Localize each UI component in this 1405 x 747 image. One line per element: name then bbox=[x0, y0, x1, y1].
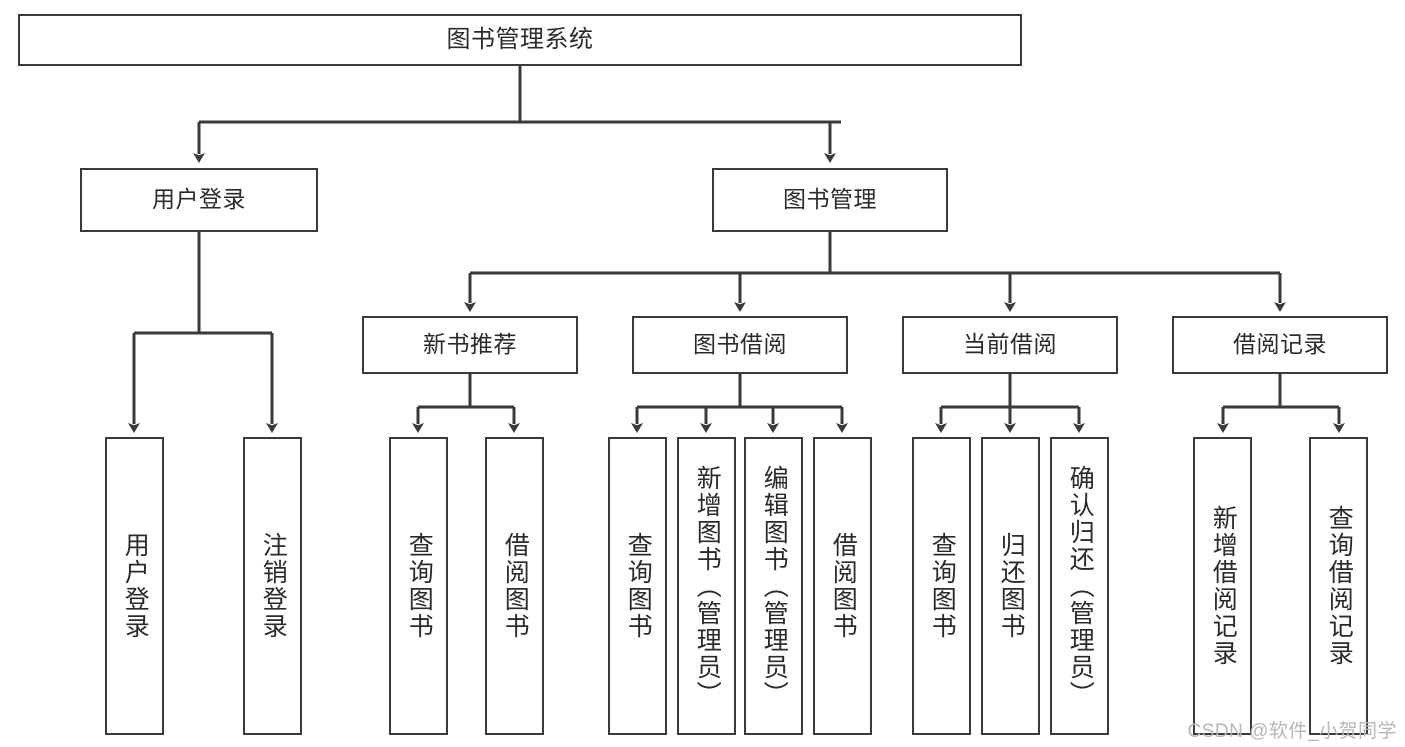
watermark: CSDN @软件_小贺同学 bbox=[1187, 721, 1397, 742]
node-label: 查询借阅记录 bbox=[1325, 505, 1354, 667]
node-label: 归还图书 bbox=[997, 532, 1026, 640]
node-label: 编辑图书（管理员） bbox=[760, 464, 789, 708]
node-new-book-recommend[interactable]: 新书推荐 bbox=[362, 316, 578, 374]
node-label: 新增借阅记录 bbox=[1209, 505, 1238, 667]
node-label: 查询图书 bbox=[405, 532, 434, 640]
node-label: 借阅图书 bbox=[501, 532, 530, 640]
leaf-recommend-borrow-book[interactable]: 借阅图书 bbox=[485, 437, 544, 735]
node-book-borrow[interactable]: 图书借阅 bbox=[632, 316, 848, 374]
leaf-record-add-record[interactable]: 新增借阅记录 bbox=[1193, 437, 1252, 735]
leaf-user-login-logout[interactable]: 注销登录 bbox=[243, 437, 302, 735]
node-root-system[interactable]: 图书管理系统 bbox=[18, 14, 1022, 66]
node-label: 借阅图书 bbox=[829, 532, 858, 640]
leaf-current-query-book[interactable]: 查询图书 bbox=[912, 437, 971, 735]
leaf-record-query-record[interactable]: 查询借阅记录 bbox=[1309, 437, 1368, 735]
node-label: 用户登录 bbox=[152, 186, 246, 213]
node-label: 新增图书（管理员） bbox=[693, 464, 722, 708]
leaf-borrow-borrow-book[interactable]: 借阅图书 bbox=[813, 437, 872, 735]
node-label: 注销登录 bbox=[259, 532, 288, 640]
node-label: 新书推荐 bbox=[423, 331, 517, 358]
node-label: 图书管理 bbox=[783, 186, 877, 213]
leaf-borrow-add-book-admin[interactable]: 新增图书（管理员） bbox=[677, 437, 736, 735]
leaf-recommend-query-book[interactable]: 查询图书 bbox=[389, 437, 448, 735]
leaf-user-login-login[interactable]: 用户登录 bbox=[105, 437, 164, 735]
node-borrow-record[interactable]: 借阅记录 bbox=[1172, 316, 1388, 374]
node-label: 图书借阅 bbox=[693, 331, 787, 358]
node-label: 查询图书 bbox=[928, 532, 957, 640]
node-label: 图书管理系统 bbox=[446, 25, 594, 53]
leaf-borrow-query-book[interactable]: 查询图书 bbox=[608, 437, 667, 735]
node-user-login[interactable]: 用户登录 bbox=[80, 168, 318, 232]
node-current-borrow[interactable]: 当前借阅 bbox=[902, 316, 1118, 374]
node-label: 用户登录 bbox=[121, 532, 150, 640]
leaf-borrow-edit-book-admin[interactable]: 编辑图书（管理员） bbox=[744, 437, 803, 735]
leaf-current-confirm-return-admin[interactable]: 确认归还（管理员） bbox=[1050, 437, 1109, 735]
leaf-current-return-book[interactable]: 归还图书 bbox=[981, 437, 1040, 735]
node-label: 确认归还（管理员） bbox=[1066, 464, 1095, 708]
node-label: 当前借阅 bbox=[963, 331, 1057, 358]
node-label: 查询图书 bbox=[624, 532, 653, 640]
node-book-management[interactable]: 图书管理 bbox=[712, 168, 948, 232]
node-label: 借阅记录 bbox=[1233, 331, 1327, 358]
